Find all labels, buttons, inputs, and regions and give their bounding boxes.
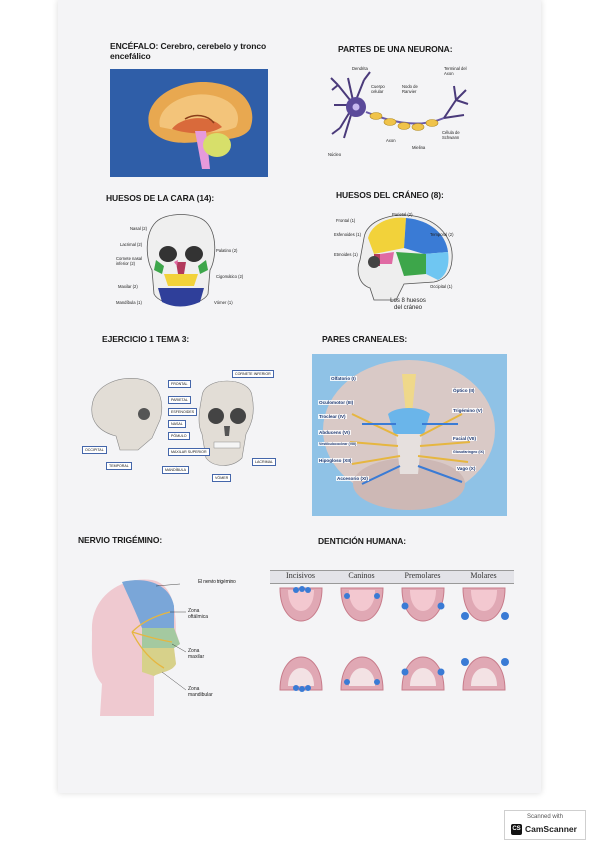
label-temporal: Temporal (2) bbox=[430, 232, 454, 237]
label-nucleo: Núcleo bbox=[328, 152, 342, 157]
dentition-header-bar bbox=[270, 570, 514, 584]
label-zona-maxilar: Zona maxilar bbox=[188, 648, 204, 660]
column-caninos: Caninos bbox=[348, 571, 375, 580]
encefalo-title: ENCÉFALO: Cerebro, cerebelo y tronco enc… bbox=[110, 41, 280, 61]
label-cigomatico: Cigomático (2) bbox=[216, 274, 244, 279]
scanned-with-text: Scanned with bbox=[526, 814, 564, 820]
cranial-nerves-diagram: Olfatorio (I) Óptico (II) Oculomotor (II… bbox=[312, 354, 507, 516]
craneo-caption-line2: del cráneo bbox=[393, 305, 423, 311]
encefalo-title-line2: encefálico bbox=[110, 51, 151, 61]
label-vago: Vago (X) bbox=[456, 466, 477, 471]
label-parietal-ex: PARIETAL bbox=[168, 396, 191, 404]
label-maxilar: Maxilar (2) bbox=[118, 284, 138, 289]
label-lacrimal: Lacrimal (2) bbox=[120, 242, 143, 247]
exercise-diagram: CORNETE INFERIOR FRONTAL PARIETAL ESFENO… bbox=[82, 366, 282, 486]
label-zona-oftalmica-line1: Zona bbox=[188, 608, 200, 614]
face-skull-illustration bbox=[146, 214, 216, 307]
label-cornete-inferior: CORNETE INFERIOR bbox=[232, 370, 274, 378]
dentition-illustration bbox=[279, 586, 509, 692]
label-mielina: Mielina bbox=[412, 145, 426, 150]
label-nasal: Nasal (2) bbox=[130, 226, 147, 231]
label-zona-oftalmica: Zona oftálmica bbox=[188, 608, 208, 620]
label-esfenoides: Esfenoides (1) bbox=[334, 232, 361, 237]
label-glosofaringeo: Glosofaríngeo (IX) bbox=[452, 450, 486, 454]
label-dendrita: Dendrita bbox=[352, 66, 368, 71]
label-frontal: Frontal (1) bbox=[336, 218, 356, 223]
label-trigemino: Trigémino (V) bbox=[452, 408, 484, 413]
label-zona-maxilar-line1: Zona bbox=[188, 648, 200, 654]
neuron-illustration bbox=[330, 71, 469, 139]
label-mandibula-ex: MANDÍBULA bbox=[162, 466, 189, 474]
label-esfenoides-ex: ESFENOIDES bbox=[168, 408, 198, 416]
label-zona-maxilar-line2: maxilar bbox=[188, 654, 205, 660]
document-page: ENCÉFALO: Cerebro, cerebelo y tronco enc… bbox=[58, 0, 541, 793]
label-parietal: Parietal (2) bbox=[392, 212, 413, 217]
face-bones-diagram: Nasal (2) Lacrimal (2) Cornete nasal inf… bbox=[116, 212, 246, 312]
camscanner-logo-icon: CS bbox=[511, 824, 522, 835]
label-lacrimal-ex: LACRIMAL bbox=[252, 458, 276, 466]
brain-diagram bbox=[110, 69, 268, 177]
craneo-caption: Los 8 huesos del cráneo bbox=[378, 298, 438, 312]
skull-bones-diagram: Frontal (1) Parietal (2) Esfenoides (1) … bbox=[334, 208, 464, 320]
label-frontal-ex: FRONTAL bbox=[168, 380, 191, 388]
label-zona-mandibular-line2: mandibular bbox=[188, 692, 213, 698]
label-terminal-axon: Terminal del Axon bbox=[444, 66, 467, 76]
denticion-title: DENTICIÓN HUMANA: bbox=[318, 536, 407, 546]
label-accesorio: Accesorio (XI) bbox=[336, 476, 369, 481]
neuron-diagram: Dendrita Terminal del Axon Cuerpo celula… bbox=[326, 60, 478, 160]
label-troclear: Troclear (IV) bbox=[318, 414, 347, 419]
craneo-title: HUESOS DEL CRÁNEO (8): bbox=[336, 190, 444, 200]
craneo-caption-line1: Los 8 huesos bbox=[390, 298, 426, 304]
neurona-title: PARTES DE UNA NEURONA: bbox=[338, 44, 453, 54]
label-mandibula: Mandíbula (1) bbox=[116, 300, 142, 305]
trigeminal-diagram: El nervio trigémino Zona oftálmica Zona … bbox=[76, 572, 246, 722]
skull-side-illustration bbox=[357, 214, 453, 301]
label-hipogloso: Hipogloso (XII) bbox=[318, 458, 353, 463]
label-cuerpo-celular: Cuerpo celular bbox=[371, 84, 385, 94]
label-nervio-trigemino: El nervio trigémino bbox=[198, 579, 236, 585]
label-maxilar-ex: MAXILAR SUPERIOR bbox=[168, 448, 210, 456]
label-vomer: Vómer (1) bbox=[214, 300, 233, 305]
camscanner-badge: Scanned with CS CamScanner bbox=[504, 810, 586, 840]
label-olfatorio: Olfatorio (I) bbox=[330, 376, 357, 381]
label-vestibulococlear: Vestibulococlear (VIII) bbox=[318, 442, 358, 446]
label-zona-oftalmica-line2: oftálmica bbox=[188, 614, 209, 620]
column-incisivos: Incisivos bbox=[286, 571, 315, 580]
cara-title: HUESOS DE LA CARA (14): bbox=[106, 193, 215, 203]
label-nodo-ranvier: Nodo de Ranvier bbox=[402, 84, 418, 94]
label-abducens: Abducens (VI) bbox=[318, 430, 351, 435]
camscanner-brand-text: CamScanner bbox=[525, 824, 577, 834]
label-occipital-ex: OCCIPITAL bbox=[82, 446, 107, 454]
label-vomer-ex: VÓMER bbox=[212, 474, 232, 482]
label-nasal-ex: NASAL bbox=[168, 420, 186, 428]
trigemino-title: NERVIO TRIGÉMINO: bbox=[78, 535, 163, 545]
dentition-diagram: Incisivos Caninos Premolares Molares bbox=[270, 570, 514, 698]
cranial-nerves-illustration bbox=[323, 360, 495, 510]
label-pomulo-ex: PÓMULO bbox=[168, 432, 190, 440]
label-etmoides: Etmoides (1) bbox=[334, 252, 358, 257]
label-facial: Facial (VII) bbox=[452, 436, 477, 441]
trigeminal-head-illustration bbox=[91, 579, 187, 716]
label-occipital: Occipital (1) bbox=[430, 284, 453, 289]
label-zona-mandibular: Zona mandibular bbox=[188, 686, 213, 698]
label-optico: Óptico (II) bbox=[452, 388, 476, 393]
label-temporal-ex: TEMPORAL bbox=[106, 462, 132, 470]
column-premolares: Premolares bbox=[404, 571, 441, 580]
label-axon: Axon bbox=[386, 138, 396, 143]
column-molares: Molares bbox=[470, 571, 497, 580]
ejercicio-title: EJERCICIO 1 TEMA 3: bbox=[102, 334, 190, 344]
encefalo-title-line1: ENCÉFALO: Cerebro, cerebelo y tronco bbox=[110, 41, 267, 51]
label-palatino: Palatino (2) bbox=[216, 248, 238, 253]
label-celula-schwann: Célula de Schwann bbox=[442, 130, 460, 140]
pares-title: PARES CRANEALES: bbox=[322, 334, 408, 344]
label-oculomotor: Oculomotor (III) bbox=[318, 400, 355, 405]
brain-illustration bbox=[148, 82, 253, 169]
label-zona-mandibular-line1: Zona bbox=[188, 686, 200, 692]
label-cornete-nasal: Cornete nasal inferior (2) bbox=[116, 256, 143, 266]
exercise-skulls-illustration bbox=[91, 378, 254, 466]
